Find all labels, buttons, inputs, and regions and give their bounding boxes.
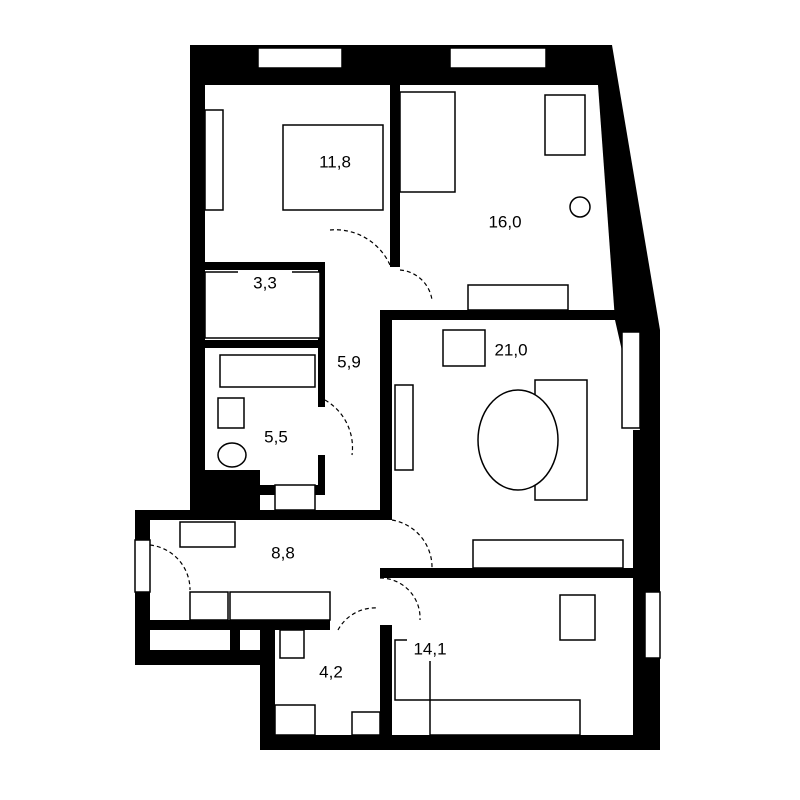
room-labels: 11,8 16,0 3,3 5,9 21,0 5,5 8,8 4,2 xyxy=(238,150,534,684)
wardrobe xyxy=(204,109,224,211)
room-label-kitchen: 14,1 xyxy=(407,637,453,661)
washbasin xyxy=(351,711,381,736)
washing-machine xyxy=(274,484,316,511)
rug xyxy=(477,389,559,491)
area-label: 14,1 xyxy=(413,639,446,658)
window xyxy=(644,591,661,659)
room-label-bathroom: 5,5 xyxy=(253,425,299,449)
window xyxy=(621,331,641,429)
window xyxy=(449,47,547,69)
area-label: 4,2 xyxy=(319,662,343,681)
area-label: 5,5 xyxy=(264,427,288,446)
washing-machine xyxy=(274,704,316,736)
armchair xyxy=(442,329,486,367)
area-label: 5,9 xyxy=(337,352,361,371)
chair xyxy=(569,196,591,218)
room-label-bedroom-2: 16,0 xyxy=(482,210,528,234)
bathtub xyxy=(219,354,316,388)
single-bed xyxy=(399,91,456,193)
console xyxy=(179,521,236,548)
wardrobe xyxy=(467,284,569,311)
window xyxy=(257,47,343,69)
room-label-wc: 4,2 xyxy=(308,660,354,684)
area-label: 16,0 xyxy=(488,212,521,231)
washbasin xyxy=(217,397,245,429)
desk xyxy=(544,94,586,156)
doors xyxy=(149,229,433,631)
area-label: 21,0 xyxy=(494,340,527,359)
room-label-hallway: 8,8 xyxy=(260,541,306,565)
room-label-bedroom-1: 11,8 xyxy=(312,150,358,174)
room-label-closet: 3,3 xyxy=(238,271,292,295)
kitchen-counter xyxy=(429,699,581,736)
tv-stand xyxy=(394,384,414,471)
room-label-living-room: 21,0 xyxy=(488,338,534,362)
dining-table xyxy=(559,594,596,641)
area-label: 8,8 xyxy=(271,543,295,562)
furniture xyxy=(179,91,624,736)
wardrobe xyxy=(229,591,331,621)
toilet xyxy=(279,629,305,659)
windows xyxy=(134,47,661,659)
toilet xyxy=(217,442,247,468)
wardrobe xyxy=(472,539,624,569)
room-label-corridor: 5,9 xyxy=(326,350,372,374)
area-label: 3,3 xyxy=(253,273,277,292)
bench xyxy=(189,591,229,621)
area-label: 11,8 xyxy=(319,152,351,171)
window xyxy=(134,539,151,593)
